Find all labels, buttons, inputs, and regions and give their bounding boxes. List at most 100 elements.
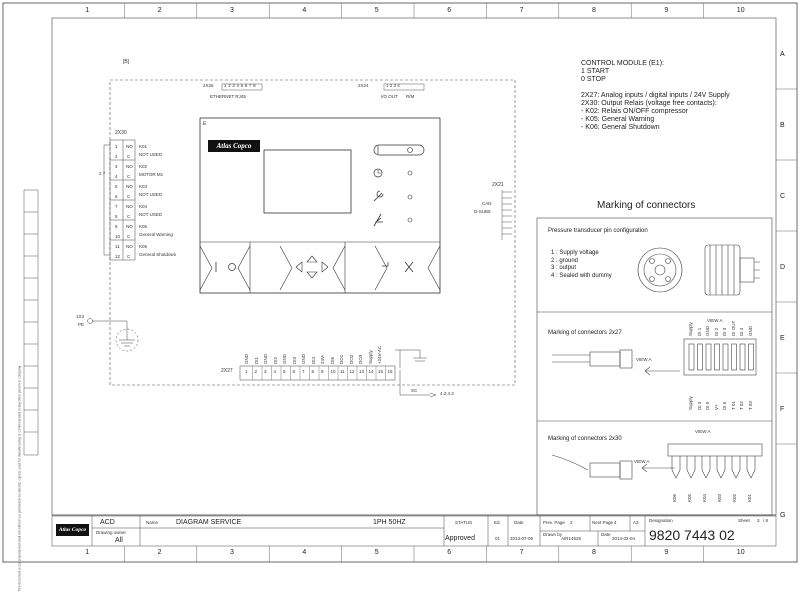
x25-tag: 2X25	[203, 83, 214, 88]
pressure-title: Pressure transducer pin configuration	[548, 228, 648, 234]
x30-relay-desc: NOT USED	[139, 212, 163, 217]
row-label-D: D	[780, 263, 786, 271]
x30-relay-desc: General Shutdown	[139, 252, 177, 257]
column-label-5: 5	[374, 7, 379, 14]
x27-bottom-label: DI 6	[722, 401, 727, 410]
marking-title: Marking of connectors	[597, 200, 696, 211]
row-label-A: A	[780, 50, 785, 58]
x27-pin: 13	[359, 369, 365, 374]
column-label-bottom-7: 7	[519, 549, 524, 556]
x30-c-label: C	[127, 194, 131, 199]
x27-pin: 5	[283, 369, 286, 374]
brand-logo: Atlas Copco	[208, 140, 260, 152]
x27-marking-title: Marking of connectors 2x27	[548, 330, 622, 336]
x27-signal: DI6	[329, 356, 335, 364]
x27-pin: 2	[254, 369, 258, 374]
x30-terminal-c: 4	[115, 174, 118, 179]
prev-page-value: 2	[570, 520, 573, 525]
status-value: Approved	[445, 535, 475, 542]
x30-relay-desc: NOT USED	[139, 152, 163, 157]
x24-name-2: R/M	[406, 94, 415, 99]
x27-pin: 3	[264, 369, 267, 374]
date-label: Date	[514, 520, 524, 525]
arrow-down-icon	[306, 271, 318, 279]
drawn-by-value: AIR14525	[561, 536, 582, 541]
note-line: CONTROL MODULE (E1):	[581, 60, 664, 67]
enter-icon	[382, 262, 389, 267]
x27-top-label: DI 3	[722, 327, 727, 336]
plug-tooth	[671, 456, 681, 479]
pressure-pin-line: 3 : output	[551, 265, 577, 271]
name-label: Name	[146, 520, 159, 525]
x30-no-label: NO	[126, 184, 133, 189]
x30-bottom-label: K01	[747, 493, 752, 502]
x27-signal: 24V-	[320, 354, 325, 364]
x30-terminal-no: 3	[115, 164, 118, 169]
x30-no-label: NO	[126, 144, 133, 149]
pressure-transducer-drawing	[637, 244, 760, 296]
x27-signal: DI1	[253, 356, 259, 364]
x27-signal: DO3	[358, 354, 363, 364]
x27-top-label: Supply	[688, 322, 693, 336]
x27-top-label: DI 4	[739, 327, 744, 336]
x21-name-1: CAN	[482, 201, 492, 206]
pressure-pin-line: 2 : ground	[551, 257, 579, 264]
x27-top-label: DI OUT	[730, 320, 736, 336]
x21-tag: 2X21	[492, 182, 504, 188]
cancel-x-icon	[404, 261, 414, 273]
x27-bottom-label: T 03	[747, 401, 753, 410]
x27-signal: GND	[301, 354, 306, 364]
x30-no-label: NO	[126, 164, 133, 169]
warning-icon	[373, 213, 383, 227]
schematic-sheet	[2, 2, 798, 563]
x27-signal: +24V-AC	[377, 345, 382, 364]
column-label-6: 6	[447, 7, 452, 14]
plug-slot	[697, 343, 703, 371]
note-line: 2X27: Analog inputs / digital inputs / 2…	[581, 92, 730, 99]
x24-name-1: I/O OUT	[381, 94, 398, 99]
supply-spec: 1PH 50HZ	[373, 519, 406, 526]
arrow-up-icon	[306, 255, 318, 263]
sheet-label: Sheet	[738, 518, 750, 523]
x30-no-label: NO	[126, 204, 133, 209]
column-label-10: 10	[736, 7, 745, 14]
x30-terminal-c: 12	[115, 254, 121, 259]
plug-slot	[705, 343, 712, 371]
note-line: - K02: Relais ON/OFF compressor	[581, 108, 688, 115]
x27-bottom-label: DI 3	[696, 401, 702, 410]
row-label-F: F	[780, 405, 785, 413]
x27-view-a-top: VIEW A	[707, 318, 723, 323]
x30-no-label: NO	[126, 244, 133, 249]
designation-value: 9820 7443 02	[649, 527, 735, 543]
x30-relay-desc: MOTOR M1	[139, 172, 164, 177]
x27-top-label: GND	[705, 326, 710, 336]
column-label-2: 2	[157, 7, 162, 14]
x27-top-label: DI 1	[696, 327, 702, 336]
x27-signal: DI3	[291, 356, 297, 364]
plug-slot	[748, 343, 754, 371]
x30-c-label: C	[127, 154, 131, 159]
x30-terminal-no: 9	[115, 224, 118, 229]
x30-c-label: C	[127, 254, 131, 259]
column-label-bottom-6: 6	[447, 549, 452, 556]
date-value: 2013-07-06	[510, 536, 534, 541]
arrow-left-icon	[295, 261, 303, 273]
x27-pin: 1	[245, 369, 248, 374]
x30-c-label: C	[127, 174, 131, 179]
x30-relay-name: K03	[139, 184, 148, 189]
x27-bottom-label: DI 5	[705, 401, 710, 410]
x27-signal: DO2	[348, 354, 354, 364]
x30-relay-name: K05	[139, 224, 148, 229]
column-label-bottom-2: 2	[157, 549, 162, 556]
x27-signal: DI2	[272, 356, 278, 364]
x27-pin: 8	[311, 369, 315, 374]
x30-terminal-c: 8	[115, 214, 118, 219]
plug-slot	[714, 343, 720, 371]
stop-key-icon	[228, 263, 236, 271]
plug-tooth	[731, 456, 741, 479]
x30-relay-name: K04	[139, 204, 148, 209]
x27-top-label: GND	[747, 326, 753, 336]
x30-terminal-no: 7	[115, 204, 118, 209]
drawing-name: DIAGRAM SERVICE	[176, 519, 242, 526]
x30-terminal-c: 10	[115, 234, 121, 239]
